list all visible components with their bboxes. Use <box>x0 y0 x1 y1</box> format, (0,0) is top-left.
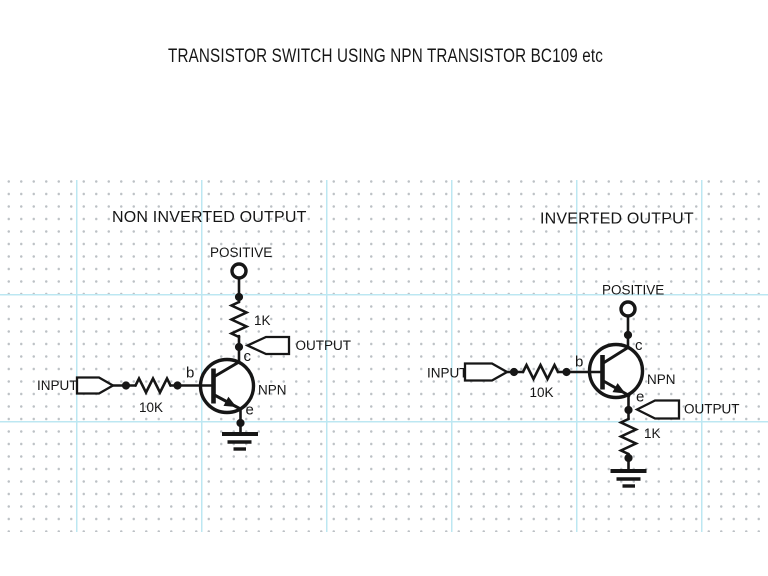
left-output-label: OUTPUT <box>296 338 352 353</box>
right-input-label: INPUT <box>427 366 468 381</box>
input-tag-icon <box>75 376 116 395</box>
left-input-label: INPUT <box>37 378 78 393</box>
left-circuit: NON INVERTED OUTPUT POSITIVE 1K OUTPUT <box>37 209 352 451</box>
grid-background <box>0 180 768 532</box>
junction-dot <box>509 367 519 377</box>
right-load-resistor-label: 1K <box>644 426 661 441</box>
left-load-resistor-label: 1K <box>254 313 271 328</box>
junction-dot <box>234 292 244 302</box>
base-resistor-icon <box>134 375 172 396</box>
junction-dot <box>562 367 571 377</box>
right-pin-b: b <box>575 354 583 371</box>
collector-lead <box>212 360 241 379</box>
left-heading: NON INVERTED OUTPUT <box>112 209 307 226</box>
collector-lead <box>601 346 630 365</box>
right-heading: INVERTED OUTPUT <box>540 211 694 228</box>
left-pin-e: e <box>246 402 254 419</box>
load-resistor-icon <box>617 417 640 456</box>
right-pin-e: e <box>636 389 644 406</box>
junction-dot <box>121 381 131 390</box>
emitter-arrow-icon <box>223 396 237 407</box>
positive-terminal-icon <box>619 300 637 318</box>
right-base-resistor-label: 10K <box>530 385 554 400</box>
right-device-label: NPN <box>647 372 676 387</box>
left-device-label: NPN <box>258 383 287 398</box>
output-tag-icon <box>634 399 681 420</box>
input-tag-icon <box>463 362 510 382</box>
junction-dot <box>623 330 633 340</box>
right-pin-c: c <box>635 337 643 354</box>
right-supply-label: POSITIVE <box>602 283 664 298</box>
ground-icon <box>610 469 647 488</box>
emitter-arrow-icon <box>612 383 626 394</box>
junction-dot <box>234 342 244 352</box>
positive-terminal-icon <box>230 262 248 280</box>
right-circuit: INVERTED OUTPUT POSITIVE b c e NPN INPUT <box>427 211 740 488</box>
output-tag-icon <box>244 335 291 356</box>
junction-dot <box>624 453 633 463</box>
right-output-label: OUTPUT <box>684 402 740 417</box>
ground-icon <box>222 432 258 451</box>
junction-dot <box>236 418 245 428</box>
junction-dot <box>173 381 182 390</box>
junction-dot <box>624 405 633 415</box>
left-supply-label: POSITIVE <box>210 245 272 260</box>
left-pin-c: c <box>244 348 252 365</box>
npn-transistor-icon <box>587 342 645 400</box>
left-pin-b: b <box>186 365 194 382</box>
base-resistor-icon <box>521 362 560 382</box>
load-resistor-icon <box>228 300 250 339</box>
page-title: TRANSISTOR SWITCH USING NPN TRANSISTOR B… <box>168 46 604 67</box>
left-base-resistor-label: 10K <box>139 400 163 415</box>
